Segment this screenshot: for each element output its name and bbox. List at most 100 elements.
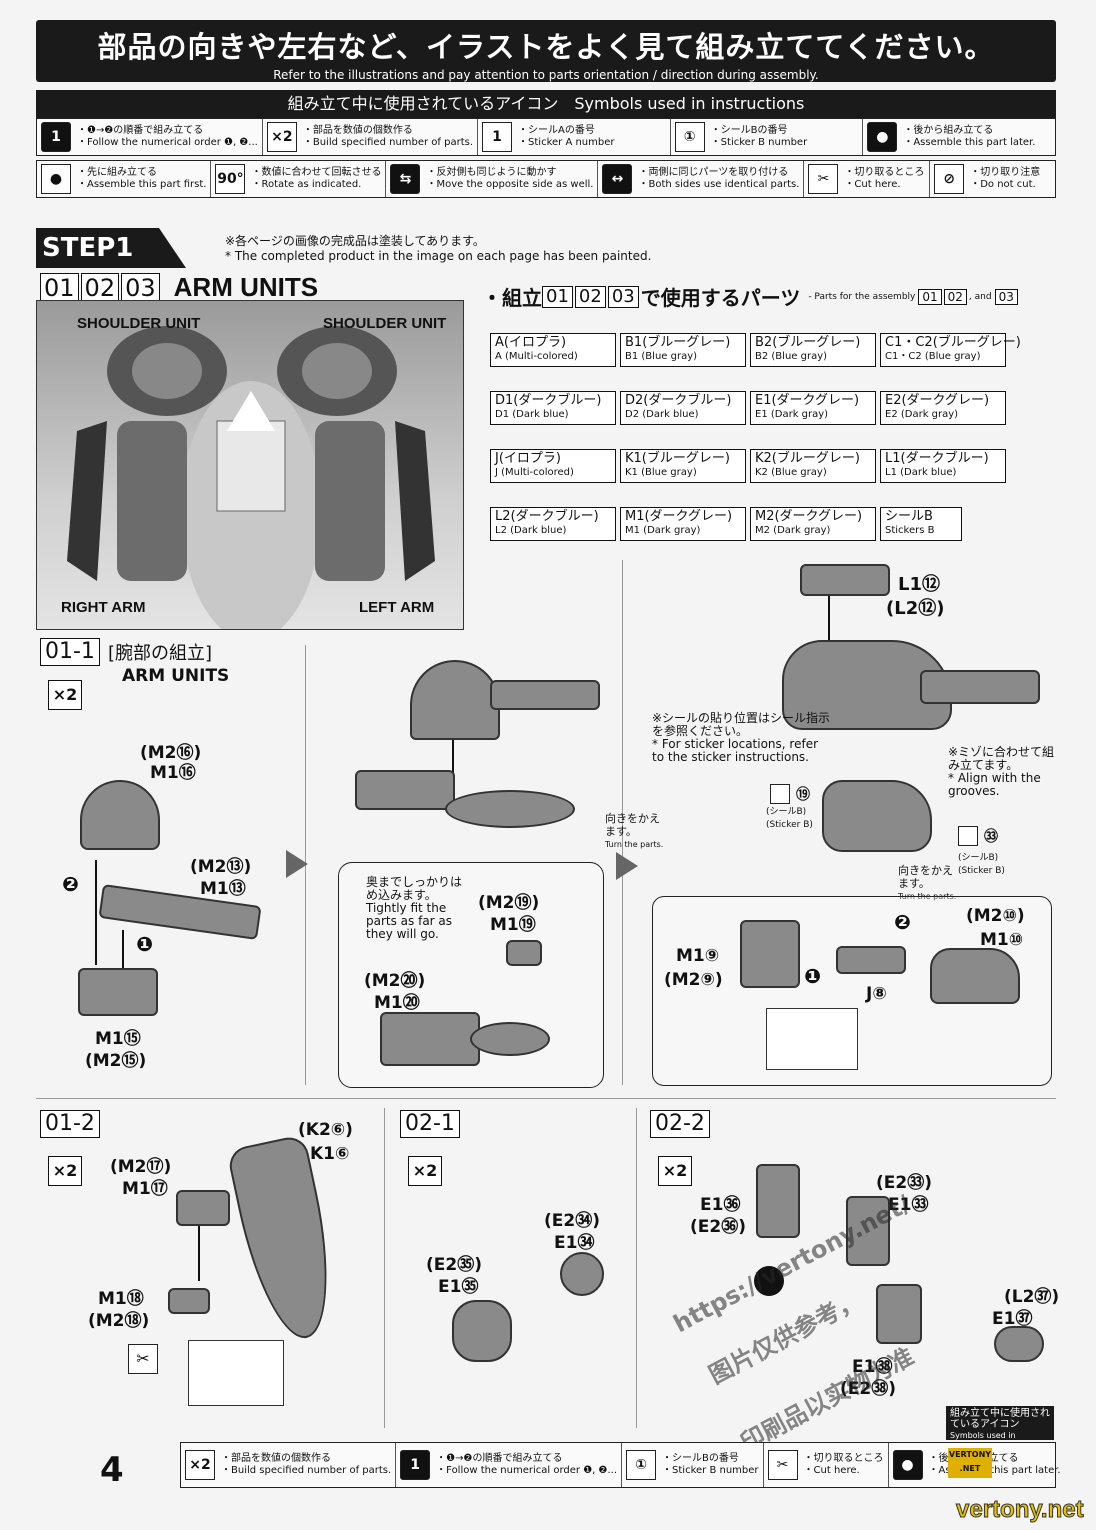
part-label: E1㉟	[438, 1277, 479, 1297]
symbol-en: ・Assemble this part first.	[77, 179, 207, 190]
sticker-note-jp: ※シールの貼り位置はシール指示を参照ください。	[652, 711, 831, 738]
footer-symbol: ×2・部品を数値の個数作る・Build specified number of …	[181, 1443, 397, 1487]
part-label: E1㉞	[554, 1233, 595, 1253]
part-box: B2(ブルーグレー)B2 (Blue gray)	[750, 333, 876, 367]
scissors-icon: ✂	[767, 1450, 798, 1480]
parts-title-jp: ・組立	[482, 286, 542, 310]
symbol-identical-parts: ↔・両側に同じパーツを取り付ける・Both sides use identica…	[598, 161, 805, 197]
watermark-site: vertony.net	[956, 1496, 1085, 1524]
symbol-en: ・Sticker A number	[518, 137, 615, 148]
sticker-b-icon: ①	[674, 122, 705, 152]
arrow-line	[122, 930, 124, 970]
arrow-right-icon	[616, 852, 638, 880]
part-jp: D1(ダークブルー)	[495, 393, 602, 408]
symbol-en: ・Cut here.	[844, 179, 901, 190]
section-num: 01	[542, 285, 573, 308]
parts-title-jp2: で使用するパーツ	[640, 286, 801, 310]
part-jp: A(イロプラ)	[495, 335, 567, 350]
part-frame-bottom	[380, 1012, 480, 1066]
part-en: B1 (Blue gray)	[625, 351, 698, 362]
part-label: (E2㉞)	[544, 1211, 600, 1231]
detail-inset	[766, 1008, 858, 1070]
part-jp: K1(ブルーグレー)	[625, 451, 730, 466]
symbol-jp: ・切り取るところ	[844, 167, 925, 178]
sticker-icon	[770, 784, 790, 804]
arm-units-title: ARM UNITS	[173, 272, 319, 302]
section-num: 03	[607, 285, 639, 308]
part-jp: B2(ブルーグレー)	[755, 335, 861, 350]
symbol-jp: ・シールBの番号	[662, 1453, 739, 1464]
part-label: (M2⑯)	[140, 743, 202, 763]
step-marker: ❶	[804, 964, 821, 988]
part-label: M1⑯	[150, 763, 196, 783]
groove-note-jp: ※ミゾに合わせて組み立てます。	[948, 745, 1055, 772]
section-01-1-header: 01-1 [腕部の組立]	[40, 638, 212, 666]
symbol-en: ・Assemble this part later.	[928, 1465, 1061, 1476]
part-shoulder-rail	[490, 680, 600, 710]
part-en: A (Multi-colored)	[495, 351, 578, 362]
order-icon: 1	[400, 1450, 431, 1480]
part-label: M1⑩	[980, 930, 1024, 950]
arrow-right-icon	[286, 850, 308, 878]
sticker-number: ㉝	[984, 829, 998, 845]
sticker-number: ⑲	[796, 787, 810, 803]
part-box: C1・C2(ブルーグレー)C1・C2 (Blue gray)	[880, 333, 1021, 367]
part-jp: M1(ダークグレー)	[625, 509, 733, 524]
move-opposite-icon: ⇆	[390, 164, 421, 194]
groove-note: ※ミゾに合わせて組み立てます。 * Align with the grooves…	[948, 746, 1058, 798]
part-label: (M2⑨)	[664, 970, 723, 990]
part-box: L2(ダークブルー)L2 (Dark blue)	[490, 507, 616, 541]
footer-symbol: ①・シールBの番号・Sticker B number	[622, 1443, 764, 1487]
part-box: A(イロプラ)A (Multi-colored)	[490, 333, 616, 367]
times-two-icon: ×2	[266, 122, 297, 152]
paint-note-jp: ※各ページの画像の完成品は塗装してあります。	[225, 234, 485, 248]
part-label: M1⑱	[98, 1289, 144, 1309]
part-label: (M2⑩)	[966, 906, 1025, 926]
symbol-jp: ・数値に合わせて回転させる	[251, 167, 382, 178]
part-label: (M2⑬)	[190, 857, 252, 877]
symbol-en: ・Build specified number of parts.	[302, 137, 474, 148]
sticker-b-en: (Sticker B)	[766, 820, 813, 830]
tight-fit-en: Tightly fit the parts as far as they wil…	[366, 901, 453, 941]
part-en: Stickers B	[885, 525, 935, 536]
sticker-33-marker: ㉝	[958, 826, 998, 846]
symbol-assemble-later: ●・後から組み立てる・Assemble this part later.	[863, 119, 1055, 155]
tight-fit-note: 奥までしっかりはめ込みます。 Tightly fit the parts as …	[366, 876, 466, 941]
turn-note-jp: 向きをかえます。	[605, 812, 660, 838]
times-two-badge: ×2	[408, 1156, 442, 1186]
part-box: K2(ブルーグレー)K2 (Blue gray)	[750, 449, 876, 483]
symbol-do-not-cut: ⊘・切り取り注意・Do not cut.	[930, 161, 1055, 197]
symbol-en: ・Follow the numerical order ❶, ❷...	[436, 1465, 618, 1476]
part-label: K1⑥	[310, 1144, 350, 1164]
symbol-build-count: ×2・部品を数値の個数作る・Build specified number of …	[263, 119, 479, 155]
part-base	[78, 968, 158, 1016]
symbol-en: ・Cut here.	[803, 1465, 860, 1476]
rotate-icon: 90°	[215, 164, 246, 194]
symbol-en: ・Assemble this part later.	[903, 137, 1036, 148]
sticker-note-en: * For sticker locations, refer to the st…	[652, 737, 819, 764]
robot-silhouette	[67, 326, 435, 629]
no-cut-icon: ⊘	[934, 164, 965, 194]
symbol-en: ・Do not cut.	[970, 179, 1036, 190]
part-jp: L2(ダークブルー)	[495, 509, 599, 524]
part-en: M2 (Dark gray)	[755, 525, 831, 536]
assemble-first-icon: ●	[41, 164, 71, 194]
part-small-peg	[506, 940, 542, 966]
times-two-badge: ×2	[48, 1156, 82, 1186]
part-en: L2 (Dark blue)	[495, 525, 567, 536]
section-num: 01	[40, 272, 79, 303]
header-banner: 部品の向きや左右など、イラストをよく見て組み立ててください。 Refer to …	[36, 20, 1056, 82]
footer-symbol: ✂・切り取るところ・Cut here.	[764, 1443, 889, 1487]
symbols-row-1: 1・❶→❷の順番で組み立てる・Follow the numerical orde…	[36, 118, 1056, 156]
part-label: (M2⑰)	[110, 1157, 172, 1177]
arrow-line	[198, 1226, 200, 1281]
paint-note-en: * The completed product in the image on …	[225, 249, 652, 263]
footer-sym-jp: 組み立て中に使用されているアイコン	[950, 1408, 1050, 1430]
header-title-jp: 部品の向きや左右など、イラストをよく見て組み立ててください。	[97, 30, 995, 64]
turn-note: 向きをかえます。 Turn the parts.	[605, 812, 665, 851]
part-shoulder-joint	[452, 1300, 512, 1362]
arrow-line	[95, 860, 97, 965]
part-torso-lower	[876, 1284, 922, 1344]
